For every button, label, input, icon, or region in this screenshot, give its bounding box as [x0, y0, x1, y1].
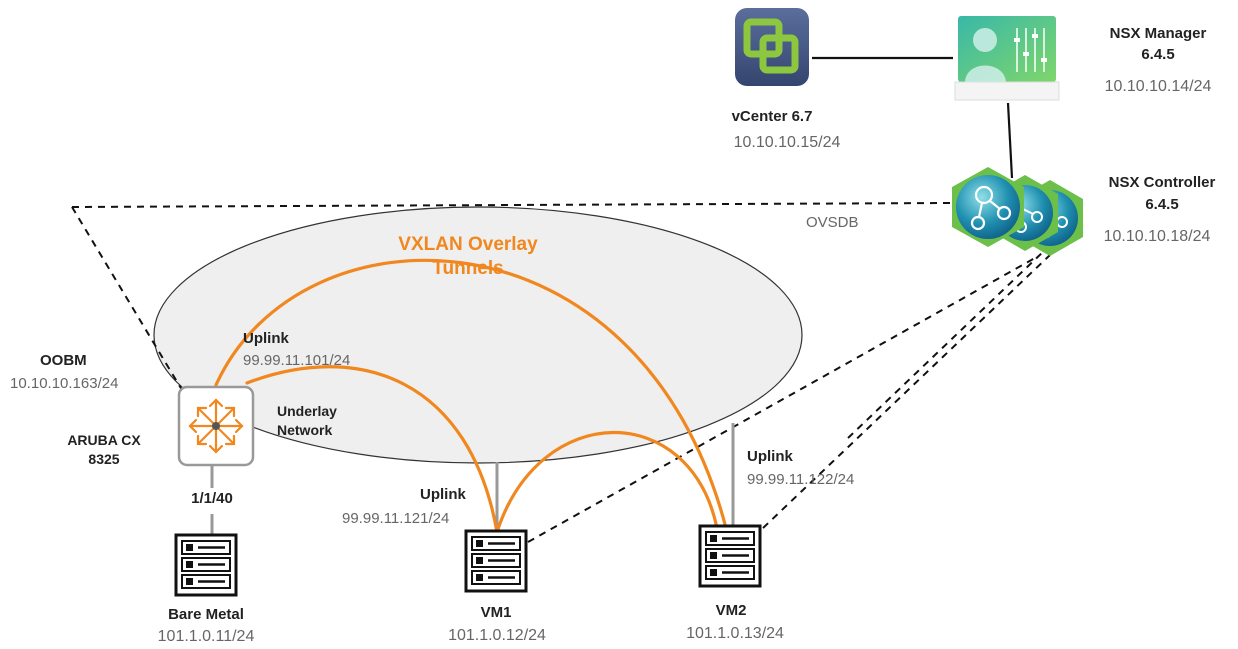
- nsx-manager-controller-link: [1006, 102, 1014, 179]
- bare-metal-name: Bare Metal: [168, 606, 244, 623]
- ovsdb-dashed-links: [71, 202, 1051, 543]
- nsx-controller-version: 6.4.5: [1145, 196, 1179, 213]
- underlay-network-ellipse: [153, 206, 803, 464]
- vm1-server-icon: [464, 529, 528, 593]
- nsx-manager-icon: [954, 16, 1060, 101]
- underlay-label-line1: Underlay: [277, 403, 337, 419]
- vm2-server-icon: [698, 524, 762, 588]
- vcenter-ip: 10.10.10.15/24: [733, 134, 841, 151]
- ovsdb-link-top: [71, 202, 951, 208]
- vm2-uplink-label: Uplink: [747, 448, 793, 465]
- underlay-label-line2: Network: [277, 422, 333, 438]
- ovsdb-link-extra: [847, 249, 1046, 439]
- uplink-lines: [210, 423, 735, 534]
- ovsdb-link-vm1: [527, 257, 1036, 543]
- nsx-controller-icon: [952, 167, 1083, 256]
- oobm-ip: 10.10.10.163/24: [10, 375, 119, 392]
- switch-uplink-ip: 99.99.11.101/24: [243, 352, 351, 369]
- overlay-title-line1: VXLAN Overlay: [398, 234, 538, 255]
- nsx-manager-name: NSX Manager: [1109, 25, 1207, 42]
- nsx-controller-ip: 10.10.10.18/24: [1103, 228, 1211, 245]
- switch-uplink-label: Uplink: [243, 330, 289, 347]
- switch-icon: [177, 385, 255, 467]
- tunnel-switch-vm1: [245, 365, 499, 534]
- bare-metal-server-icon: [174, 533, 238, 597]
- nsx-controller-name: NSX Controller: [1108, 174, 1216, 191]
- vm2-uplink-ip: 99.99.11.122/24: [747, 471, 855, 488]
- management-links: [812, 56, 1014, 179]
- vm2-ip: 101.1.0.13/24: [686, 625, 784, 642]
- vm1-ip: 101.1.0.12/24: [448, 627, 546, 644]
- nsx-manager-version: 6.4.5: [1141, 46, 1175, 63]
- switch-name-line1: ARUBA CX: [67, 432, 141, 448]
- tunnel-switch-vm2: [214, 258, 728, 530]
- switch-port-label: 1/1/40: [191, 490, 233, 507]
- oobm-label: OOBM: [40, 352, 87, 369]
- vm2-name: VM2: [715, 602, 747, 619]
- switch-name-line2: 8325: [88, 451, 120, 467]
- server-icons: [174, 524, 762, 597]
- vm1-uplink-label: Uplink: [420, 486, 466, 503]
- ovsdb-link-vm2: [762, 254, 1051, 529]
- vcenter-name: vCenter 6.7: [731, 108, 813, 125]
- vm1-name: VM1: [480, 604, 512, 621]
- bare-metal-ip: 101.1.0.11/24: [157, 628, 255, 645]
- overlay-title-line2: Tunnels: [432, 258, 504, 279]
- ovsdb-link-to-switch: [71, 206, 186, 396]
- tunnel-vm1-vm2: [495, 431, 719, 534]
- vcenter-icon: [735, 8, 809, 86]
- nsx-manager-ip: 10.10.10.14/24: [1104, 78, 1212, 95]
- ovsdb-label: OVSDB: [806, 214, 859, 231]
- vxlan-overlay-tunnels: [214, 258, 728, 534]
- vm1-uplink-ip: 99.99.11.121/24: [342, 510, 450, 527]
